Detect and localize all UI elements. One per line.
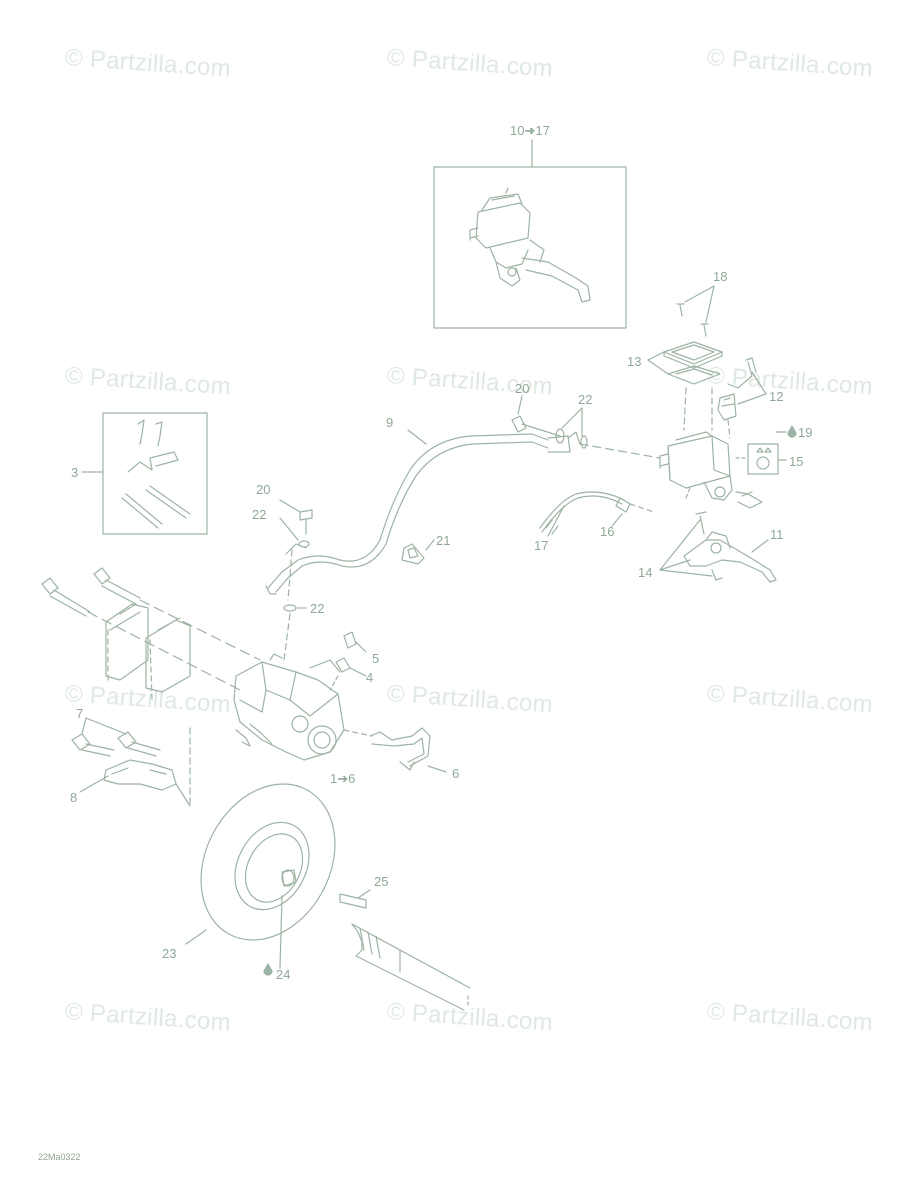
callout-10-17: 10➔17	[510, 123, 550, 138]
callout-6: 6	[452, 766, 459, 781]
brake-disc	[185, 783, 336, 969]
callout-4: 4	[366, 670, 373, 685]
pad-hardware-kit-box	[81, 412, 208, 535]
drawing-code: 22Ma0322	[38, 1152, 81, 1162]
callout-5: 5	[372, 651, 379, 666]
callout-15: 15	[789, 454, 803, 469]
callout-22-top: 22	[578, 392, 592, 407]
callout-20-top: 20	[515, 381, 529, 396]
banjo-bolt-lower	[279, 499, 313, 661]
callout-24: 24	[276, 967, 290, 982]
master-cylinder-assembly-box	[433, 139, 627, 329]
lever-pivot-parts	[717, 357, 767, 439]
hose-clip	[401, 539, 435, 565]
shaft-key	[339, 889, 371, 909]
callout-12: 12	[769, 389, 783, 404]
drive-shaft	[351, 923, 471, 1011]
master-cylinder	[659, 431, 763, 509]
callout-19: 19	[798, 425, 812, 440]
callout-20-left: 20	[256, 482, 270, 497]
callout-23: 23	[162, 946, 176, 961]
caliper-bolts-pads	[41, 567, 261, 701]
callout-21: 21	[436, 533, 450, 548]
callout-18: 18	[713, 269, 727, 284]
callout-17: 17	[534, 538, 548, 553]
callout-9: 9	[386, 415, 393, 430]
brake-lever	[659, 511, 777, 583]
bleeder-screw	[329, 631, 367, 691]
reservoir-cap-parts	[647, 285, 723, 431]
brake-caliper	[233, 653, 373, 761]
callout-22-mid: 22	[310, 601, 324, 616]
callout-25: 25	[374, 874, 388, 889]
caliper-bracket	[71, 717, 191, 809]
banjo-bolt-upper	[511, 395, 588, 449]
callout-11: 11	[770, 527, 784, 542]
fluid-drop-icon	[263, 963, 273, 976]
callout-13: 13	[627, 354, 641, 369]
callout-16: 16	[600, 524, 614, 539]
callout-1-6: 1➔6	[330, 771, 355, 786]
callout-8: 8	[70, 790, 77, 805]
brake-light-switch	[539, 491, 655, 537]
fluid-drop-icon	[787, 425, 797, 438]
callout-14: 14	[638, 565, 652, 580]
brake-hose	[265, 429, 661, 595]
callout-22-left: 22	[252, 507, 266, 522]
callout-3: 3	[71, 465, 78, 480]
arrow-icon	[530, 129, 535, 133]
brake-fluid-symbol-box	[735, 443, 787, 475]
caliper-brake-hose	[369, 727, 447, 773]
callout-7: 7	[76, 706, 83, 721]
